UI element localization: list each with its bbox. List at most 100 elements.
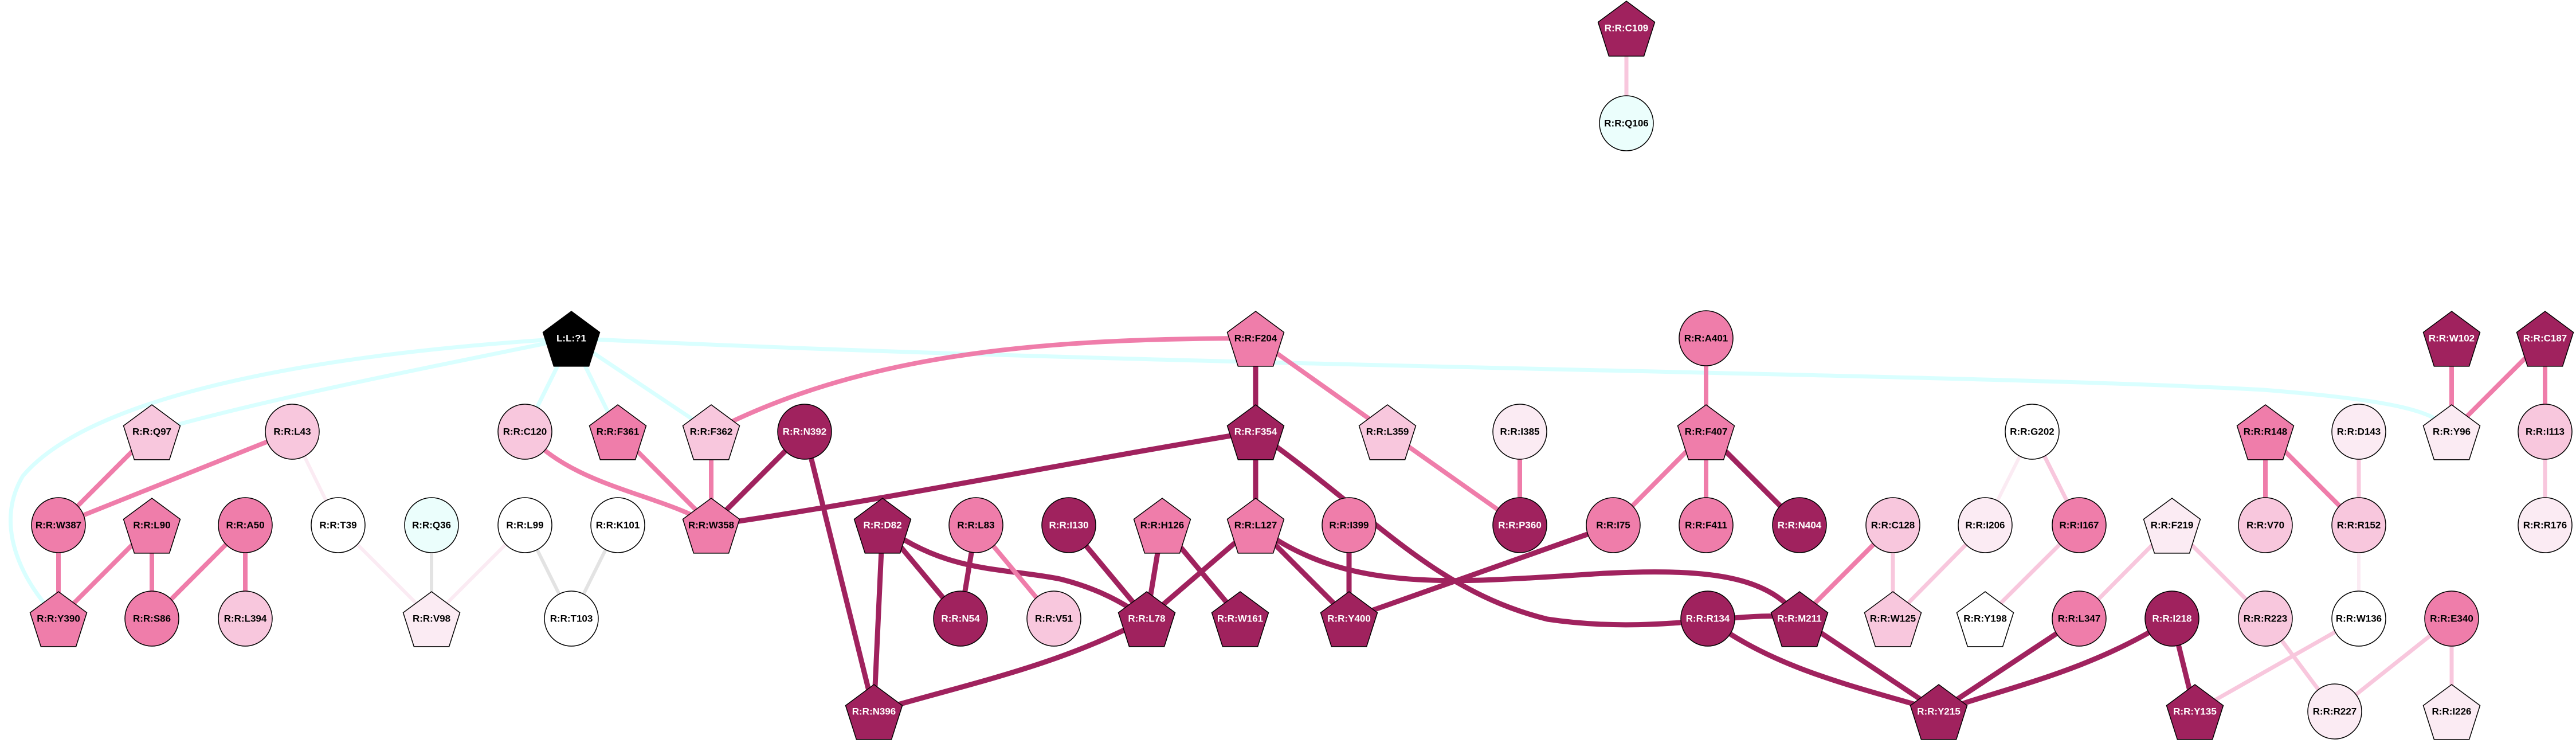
node-i226[interactable]: R:R:I226: [2422, 684, 2481, 740]
node-r223[interactable]: R:R:R223: [2238, 591, 2293, 647]
node-l347[interactable]: R:R:L347: [2052, 591, 2107, 647]
node-label: R:R:H126: [1140, 520, 1185, 531]
node-l43[interactable]: R:R:L43: [265, 404, 320, 460]
node-y135[interactable]: R:R:Y135: [2166, 684, 2224, 740]
node-e340[interactable]: R:R:E340: [2424, 591, 2479, 647]
node-q106[interactable]: R:R:Q106: [1599, 95, 1654, 151]
node-r134[interactable]: R:R:R134: [1680, 591, 1735, 647]
node-l394[interactable]: R:R:L394: [218, 591, 273, 647]
node-l99[interactable]: R:R:L99: [497, 497, 552, 553]
node-i385[interactable]: R:R:I385: [1492, 404, 1547, 460]
node-s86[interactable]: R:R:S86: [124, 591, 179, 647]
node-f204[interactable]: R:R:F204: [1226, 311, 1285, 367]
node-l90[interactable]: R:R:L90: [123, 498, 181, 554]
node-l83[interactable]: R:R:L83: [948, 497, 1003, 553]
pentagon-node-shape: [1597, 1, 1656, 57]
node-y96[interactable]: R:R:Y96: [2422, 404, 2481, 460]
node-label: R:R:S86: [133, 613, 171, 624]
node-r152[interactable]: R:R:R152: [2331, 497, 2386, 553]
node-label: R:R:K101: [596, 520, 640, 531]
node-i218[interactable]: R:R:I218: [2144, 591, 2199, 647]
pentagon-node-shape: [2166, 684, 2224, 740]
node-y215[interactable]: R:R:Y215: [1910, 684, 1968, 740]
node-d82[interactable]: R:R:D82: [853, 498, 912, 554]
node-label: R:R:L78: [1128, 613, 1165, 624]
node-t39[interactable]: R:R:T39: [311, 497, 366, 553]
node-w387[interactable]: R:R:W387: [31, 497, 86, 553]
node-i167[interactable]: R:R:I167: [2052, 497, 2107, 553]
pentagon-node-shape: [853, 498, 912, 554]
node-a401[interactable]: R:R:A401: [1679, 310, 1734, 366]
node-l1[interactable]: L:L:?1: [542, 311, 601, 367]
node-label: R:R:I113: [2526, 427, 2565, 437]
node-i130[interactable]: R:R:I130: [1041, 497, 1096, 553]
node-label: R:R:I385: [1500, 427, 1540, 437]
node-r148[interactable]: R:R:R148: [2236, 404, 2295, 460]
node-m211[interactable]: R:R:M211: [1770, 591, 1829, 647]
node-i206[interactable]: R:R:I206: [1958, 497, 2013, 553]
node-f219[interactable]: R:R:F219: [2143, 498, 2201, 554]
node-d143[interactable]: R:R:D143: [2331, 404, 2386, 460]
node-v70[interactable]: R:R:V70: [2238, 497, 2293, 553]
node-w102[interactable]: R:R:W102: [2422, 311, 2481, 367]
pentagon-node-shape: [402, 591, 461, 647]
node-r176[interactable]: R:R:R176: [2518, 497, 2573, 553]
node-g202[interactable]: R:R:G202: [2005, 404, 2060, 460]
node-i75[interactable]: R:R:I75: [1586, 497, 1641, 553]
node-y390[interactable]: R:R:Y390: [29, 591, 88, 647]
circle-node-shape: [1041, 497, 1096, 553]
node-c120[interactable]: R:R:C120: [497, 404, 552, 460]
node-label: R:R:W387: [36, 520, 81, 531]
node-y400[interactable]: R:R:Y400: [1320, 591, 1378, 647]
node-n404[interactable]: R:R:N404: [1772, 497, 1827, 553]
node-v98[interactable]: R:R:V98: [402, 591, 461, 647]
edge-c120-w358: [523, 430, 713, 527]
node-n392[interactable]: R:R:N392: [777, 404, 832, 460]
circle-node-shape: [777, 404, 832, 460]
node-w125[interactable]: R:R:W125: [1864, 591, 1922, 647]
node-w136[interactable]: R:R:W136: [2331, 591, 2386, 647]
pentagon-node-shape: [1910, 684, 1968, 740]
node-label: R:R:Y96: [2433, 427, 2471, 437]
node-f354[interactable]: R:R:F354: [1226, 404, 1285, 460]
node-c128[interactable]: R:R:C128: [1865, 497, 1920, 553]
node-label: R:R:F411: [1685, 520, 1727, 531]
node-f361[interactable]: R:R:F361: [589, 404, 647, 460]
node-c109[interactable]: R:R:C109: [1597, 1, 1656, 57]
node-k101[interactable]: R:R:K101: [590, 497, 645, 553]
circle-node-shape: [2238, 497, 2293, 553]
edge-w136-y135: [2194, 616, 2360, 714]
node-q97[interactable]: R:R:Q97: [123, 404, 181, 460]
node-p360[interactable]: R:R:P360: [1492, 497, 1547, 553]
node-l359[interactable]: R:R:L359: [1358, 404, 1417, 460]
node-label: R:R:F407: [1685, 427, 1728, 437]
node-i113[interactable]: R:R:I113: [2518, 404, 2573, 460]
node-y198[interactable]: R:R:Y198: [1956, 591, 2014, 647]
edge-l43-w387: [57, 429, 293, 527]
node-v51[interactable]: R:R:V51: [1026, 591, 1081, 647]
node-w161[interactable]: R:R:W161: [1211, 591, 1269, 647]
pentagon-node-shape: [29, 591, 88, 647]
node-t103[interactable]: R:R:T103: [544, 591, 599, 647]
node-h126[interactable]: R:R:H126: [1133, 498, 1191, 554]
node-f362[interactable]: R:R:F362: [682, 404, 740, 460]
node-q36[interactable]: R:R:Q36: [404, 497, 459, 553]
node-w358[interactable]: R:R:W358: [682, 498, 740, 554]
edge-l1-q97: [151, 336, 572, 434]
node-label: R:R:I399: [1330, 520, 1369, 531]
node-l127[interactable]: R:R:L127: [1226, 498, 1285, 554]
pentagon-node-shape: [1211, 591, 1269, 647]
node-label: R:R:Y135: [2173, 706, 2217, 717]
node-f407[interactable]: R:R:F407: [1677, 404, 1735, 460]
node-label: R:R:T39: [319, 520, 356, 531]
node-f411[interactable]: R:R:F411: [1679, 497, 1734, 553]
circle-node-shape: [265, 404, 320, 460]
node-r227[interactable]: R:R:R227: [2307, 683, 2362, 740]
node-l78[interactable]: R:R:L78: [1118, 591, 1176, 647]
node-c187[interactable]: R:R:C187: [2516, 311, 2574, 367]
node-a50[interactable]: R:R:A50: [218, 497, 273, 553]
node-n54[interactable]: R:R:N54: [933, 591, 988, 647]
pentagon-node-shape: [123, 404, 181, 460]
node-n396[interactable]: R:R:N396: [845, 684, 903, 740]
node-i399[interactable]: R:R:I399: [1322, 497, 1377, 553]
